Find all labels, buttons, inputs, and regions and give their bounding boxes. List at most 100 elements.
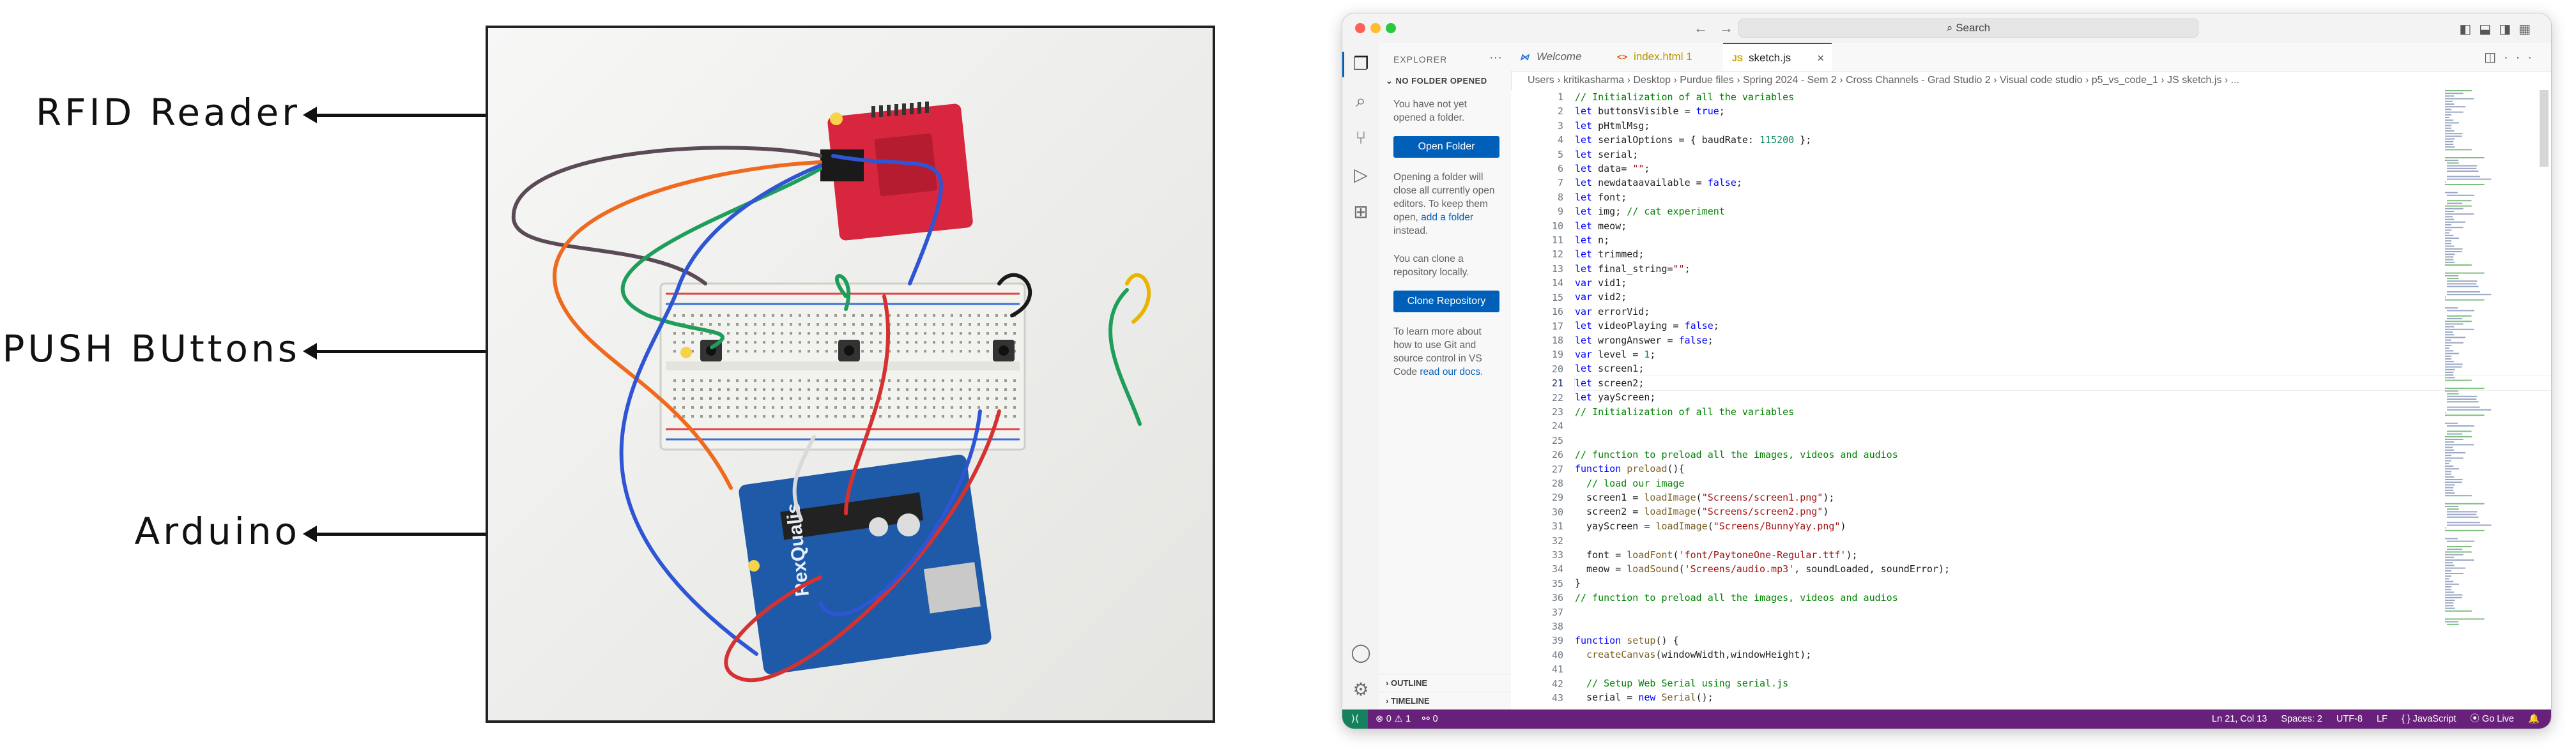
code-line[interactable]: // Initialization of all the variables — [1575, 406, 1795, 418]
ports-indicator[interactable]: ⚯ 0 — [1422, 714, 1438, 724]
minimap[interactable] — [2444, 90, 2533, 665]
code-line[interactable]: let screen1; — [1575, 363, 1644, 375]
window-minimize-button[interactable] — [1370, 23, 1381, 33]
cursor-position[interactable]: Ln 21, Col 13 — [2212, 714, 2267, 724]
breadcrumb-item[interactable]: Spring 2024 - Sem 2 — [1743, 75, 1837, 86]
code-line[interactable]: let trimmed; — [1575, 248, 1644, 261]
encoding[interactable]: UTF-8 — [2336, 714, 2363, 724]
code-line[interactable]: let n; — [1575, 234, 1610, 246]
end-of-line[interactable]: LF — [2376, 714, 2388, 724]
toggle-panel-icon[interactable]: ⬓ — [2479, 22, 2499, 36]
code-line[interactable] — [1575, 433, 2423, 447]
code-line[interactable]: var errorVid; — [1575, 305, 1650, 317]
window-maximize-button[interactable] — [1386, 23, 1396, 33]
toggle-secondary-sidebar-icon[interactable]: ◨ — [2499, 22, 2519, 36]
add-folder-link[interactable]: add a folder — [1421, 212, 1473, 223]
code-line[interactable]: let serialOptions = { baudRate: 115200 }… — [1575, 134, 1812, 146]
toggle-sidebar-icon[interactable]: ◧ — [2459, 22, 2480, 36]
code-line[interactable]: let data= ""; — [1575, 162, 1650, 174]
close-icon[interactable]: × — [1817, 52, 1824, 64]
code-line[interactable]: var level = 1; — [1575, 349, 1656, 361]
breadcrumb-item[interactable]: Users — [1528, 75, 1554, 86]
breadcrumb-item[interactable]: Purdue files — [1680, 75, 1734, 86]
tab-sketch-js[interactable]: JS sketch.js × — [1723, 43, 1832, 71]
code-line[interactable]: let videoPlaying = false; — [1575, 320, 1719, 332]
code-line[interactable]: function setup() { — [1575, 634, 1679, 646]
indentation[interactable]: Spaces: 2 — [2281, 714, 2322, 724]
code-line[interactable]: // function to preload all the images, v… — [1575, 448, 1898, 460]
code-line[interactable]: let screen2; — [1574, 375, 2551, 391]
code-line[interactable] — [1575, 662, 2423, 676]
code-line[interactable]: // function to preload all the images, v… — [1575, 591, 1898, 603]
problems-indicator[interactable]: ⊗ 0 ⚠ 1 — [1376, 714, 1411, 724]
code-line[interactable]: // Setup Web Serial using serial.js — [1586, 678, 1789, 690]
breadcrumb-item[interactable]: Cross Channels - Grad Studio 2 — [1845, 75, 1991, 86]
breadcrumb[interactable]: Users › kritikasharma › Desktop › Purdue… — [1528, 72, 2423, 89]
code-line[interactable]: font = loadFont('font/PaytoneOne-Regular… — [1575, 549, 1858, 561]
timeline-section[interactable]: › TIMELINE — [1379, 692, 1511, 709]
more-actions-icon[interactable]: ··· — [1489, 50, 1502, 64]
notifications-icon[interactable]: 🔔 — [2527, 714, 2540, 724]
arrow-left-icon[interactable]: ← — [1694, 20, 1719, 36]
code-line[interactable]: let buttonsVisible = true; — [1575, 105, 1725, 118]
code-line[interactable]: } — [1575, 577, 1581, 589]
code-line[interactable]: // Initialization of all the variables — [1575, 91, 1795, 103]
code-line[interactable]: var vid1; — [1575, 277, 1627, 289]
customize-layout-icon[interactable]: ▦ — [2518, 22, 2538, 36]
account-icon[interactable]: ◯ — [1351, 642, 1371, 662]
code-line[interactable]: let pHtmlMsg; — [1575, 119, 1650, 132]
code-line[interactable]: let meow; — [1575, 220, 1627, 232]
breadcrumb-item[interactable]: kritikasharma — [1563, 75, 1625, 86]
files-icon[interactable]: ❐ — [1353, 54, 1369, 73]
editor-actions[interactable]: ◫··· — [2484, 49, 2540, 65]
arrow-right-icon[interactable]: → — [1719, 20, 1745, 36]
remote-indicator-icon[interactable]: ⟩⟨ — [1342, 709, 1368, 729]
no-folder-section[interactable]: ⌄ NO FOLDER OPENED — [1386, 76, 1487, 86]
breadcrumb-item[interactable]: JS sketch.js — [2167, 75, 2222, 86]
tab-welcome[interactable]: ⋈ Welcome — [1511, 43, 1608, 71]
breadcrumb-item[interactable]: Desktop — [1633, 75, 1671, 86]
code-line[interactable]: let img; // cat experiment — [1575, 206, 1725, 218]
tab-index-html[interactable]: <> index.html 1 — [1608, 43, 1723, 71]
code-line[interactable] — [1575, 619, 2423, 633]
code-line[interactable]: createCanvas(windowWidth,windowHeight); — [1586, 649, 1812, 661]
code-line[interactable] — [1575, 605, 2423, 619]
code-line[interactable]: function preload(){ — [1575, 463, 1685, 475]
code-line[interactable]: let yayScreen; — [1575, 391, 1656, 404]
open-folder-button[interactable]: Open Folder — [1393, 136, 1499, 158]
outline-section[interactable]: › OUTLINE — [1379, 674, 1511, 692]
code-line[interactable]: yayScreen = loadImage("Screens/BunnyYay.… — [1575, 520, 1846, 532]
code-line[interactable] — [1575, 419, 2423, 433]
code-line[interactable]: let newdataavailable = false; — [1575, 177, 1742, 189]
code-line[interactable]: meow = loadSound('Screens/audio.mp3', so… — [1575, 563, 1951, 575]
code-content[interactable]: // Initialization of all the variables le… — [1574, 90, 2551, 705]
code-line[interactable]: let final_string=""; — [1575, 262, 1690, 275]
code-line[interactable] — [1575, 533, 2423, 547]
code-line[interactable]: screen1 = loadImage("Screens/screen1.png… — [1575, 491, 1835, 503]
code-line[interactable]: let font; — [1575, 191, 1627, 203]
code-line[interactable]: let serial; — [1575, 148, 1639, 160]
go-live-button[interactable]: ⦿ Go Live — [2470, 714, 2514, 724]
breadcrumb-item[interactable]: ... — [2230, 75, 2239, 86]
breadcrumb-item[interactable]: Visual code studio — [1999, 75, 2083, 86]
nav-back-forward[interactable]: ←→ — [1694, 20, 1745, 36]
layout-controls[interactable]: ◧⬓◨▦ — [2459, 21, 2538, 37]
command-center-search[interactable]: ⌕ Search — [1738, 19, 2198, 38]
clone-repository-button[interactable]: Clone Repository — [1393, 291, 1499, 312]
source-control-icon[interactable]: ⑂ — [1355, 128, 1367, 148]
run-debug-icon[interactable]: ▷ — [1354, 165, 1368, 185]
more-actions-icon[interactable]: ··· — [2504, 50, 2540, 64]
read-docs-link[interactable]: read our docs — [1420, 367, 1481, 377]
extensions-icon[interactable]: ⊞ — [1353, 202, 1368, 222]
gear-icon[interactable]: ⚙ — [1353, 679, 1369, 699]
code-line[interactable]: // load our image — [1586, 477, 1685, 489]
search-icon[interactable]: ⌕ — [1356, 91, 1366, 110]
language-mode[interactable]: { } JavaScript — [2401, 714, 2457, 724]
code-line[interactable]: let wrongAnswer = false; — [1575, 334, 1713, 346]
breadcrumb-item[interactable]: p5_vs_code_1 — [2091, 75, 2158, 86]
window-close-button[interactable] — [1355, 23, 1365, 33]
code-line[interactable]: serial = new Serial(); — [1575, 692, 1713, 704]
split-editor-icon[interactable]: ◫ — [2484, 50, 2504, 64]
code-line[interactable]: var vid2; — [1575, 291, 1627, 303]
